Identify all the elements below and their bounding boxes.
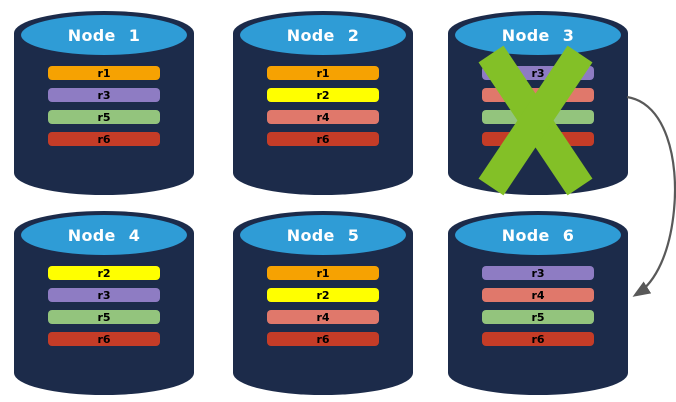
replica-row: r4 [267, 110, 379, 124]
replica-rows: r1 r2 r4 r6 [233, 266, 413, 346]
replica-label: r4 [316, 110, 330, 124]
replica-row: r1 [267, 266, 379, 280]
replica-label: r2 [316, 88, 330, 102]
cylinder-top: Node 3 [453, 13, 623, 57]
node-title: Node 3 [501, 25, 575, 45]
replica-label: r1 [97, 66, 111, 80]
replica-row: r4 [267, 310, 379, 324]
failover-arrow [626, 95, 676, 297]
replica-row: r4 [482, 288, 594, 302]
replica-row: r6 [482, 332, 594, 346]
replica-label: r6 [316, 332, 330, 346]
node-1: Node 1 r1 r3 r5 r6 [14, 11, 194, 195]
cylinder-top: Node 4 [19, 213, 189, 257]
replica-label: r4 [316, 310, 330, 324]
replica-label: r6 [97, 132, 111, 146]
replica-label: r4 [531, 288, 545, 302]
replica-row: r5 [48, 110, 160, 124]
replica-label: r5 [97, 310, 111, 324]
replica-row: r2 [267, 288, 379, 302]
replica-row: r5 [48, 310, 160, 324]
replica-row: r2 [267, 88, 379, 102]
replica-row [482, 88, 594, 102]
replica-label: r3 [531, 66, 545, 80]
replica-rows: r1 r3 r5 r6 [14, 66, 194, 146]
replica-label: r5 [531, 310, 545, 324]
replica-row: r5 [482, 310, 594, 324]
replica-row: r6 [267, 332, 379, 346]
node-5: Node 5 r1 r2 r4 r6 [233, 211, 413, 395]
node-6: Node 6 r3 r4 r5 r6 [448, 211, 628, 395]
replica-row: r2 [48, 266, 160, 280]
node-3: Node 3 r3 [448, 11, 628, 195]
replica-label: r1 [316, 266, 330, 280]
replica-rows: r1 r2 r4 r6 [233, 66, 413, 146]
replica-label: r2 [316, 288, 330, 302]
replica-label: r6 [316, 132, 330, 146]
replica-row: r6 [48, 132, 160, 146]
replica-row [482, 132, 594, 146]
node-title: Node 6 [501, 225, 575, 245]
replica-row: r1 [48, 66, 160, 80]
replica-row: r3 [482, 266, 594, 280]
node-title: Node 4 [67, 225, 141, 245]
node-title: Node 2 [286, 25, 360, 45]
replica-label: r5 [97, 110, 111, 124]
cylinder-top: Node 2 [238, 13, 408, 57]
replica-label: r2 [97, 266, 111, 280]
node-4: Node 4 r2 r3 r5 r6 [14, 211, 194, 395]
replica-row [482, 110, 594, 124]
cylinder-top: Node 1 [19, 13, 189, 57]
cylinder-top: Node 6 [453, 213, 623, 257]
replica-label: r3 [97, 288, 111, 302]
replica-label: r1 [316, 66, 330, 80]
replica-label: r6 [97, 332, 111, 346]
replica-row: r6 [48, 332, 160, 346]
cylinder-top: Node 5 [238, 213, 408, 257]
replica-label: r6 [531, 332, 545, 346]
replica-row: r3 [482, 66, 594, 80]
replica-rows: r2 r3 r5 r6 [14, 266, 194, 346]
replica-label: r3 [97, 88, 111, 102]
replica-row: r6 [267, 132, 379, 146]
node-title: Node 5 [286, 225, 360, 245]
replica-row: r1 [267, 66, 379, 80]
node-title: Node 1 [67, 25, 141, 45]
node-2: Node 2 r1 r2 r4 r6 [233, 11, 413, 195]
replica-row: r3 [48, 88, 160, 102]
replica-rows: r3 r4 r5 r6 [448, 266, 628, 346]
replica-label: r3 [531, 266, 545, 280]
replica-row: r3 [48, 288, 160, 302]
replica-rows: r3 [448, 66, 628, 146]
